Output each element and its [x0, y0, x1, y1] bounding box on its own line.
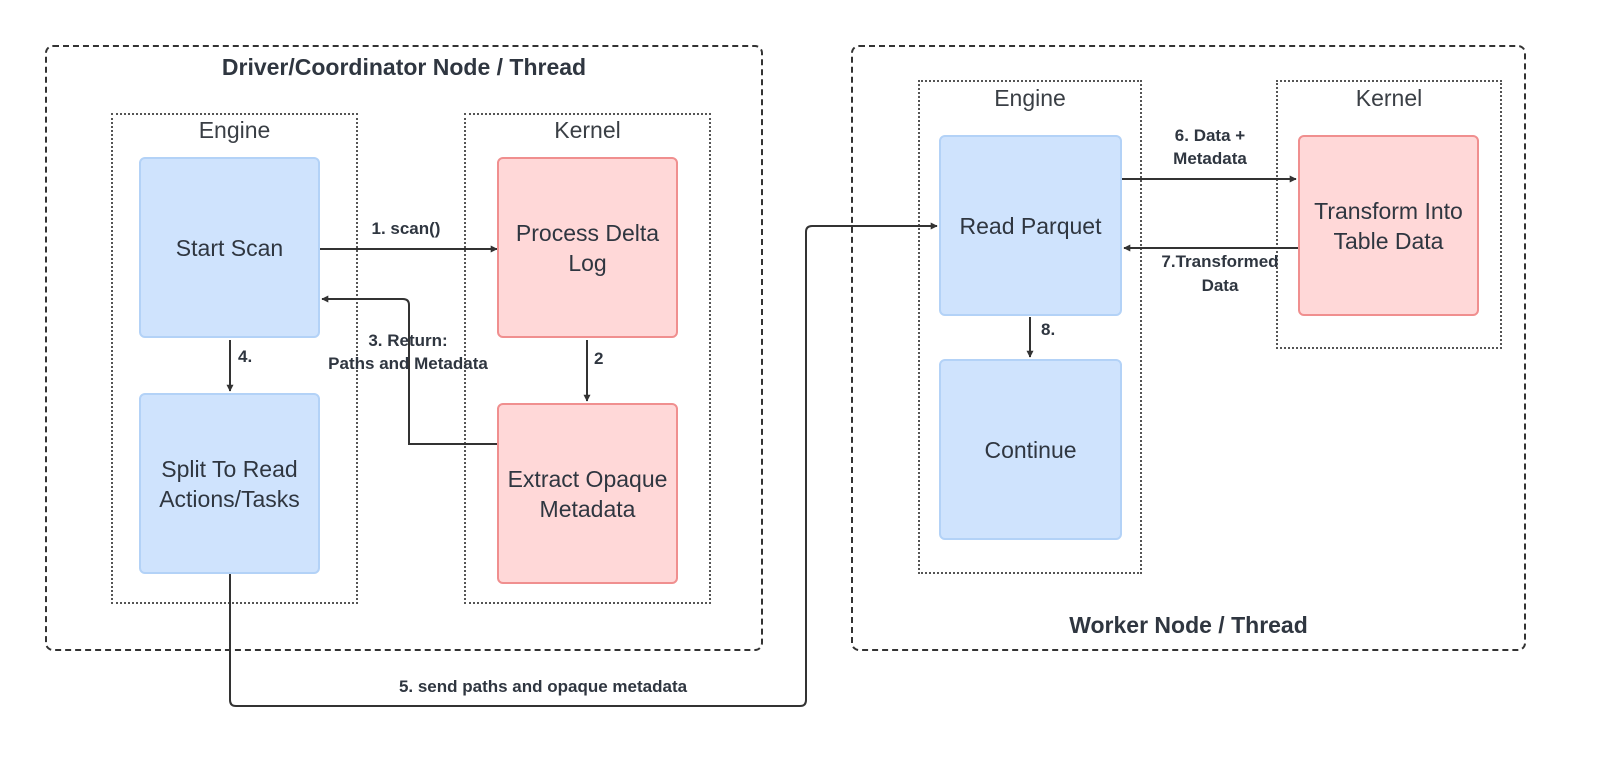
driver-engine-region	[111, 113, 358, 604]
process-delta-log-node: Process Delta Log	[497, 157, 678, 338]
worker-engine-region	[918, 80, 1142, 574]
worker-engine-title: Engine	[994, 85, 1066, 111]
read-parquet-node: Read Parquet	[939, 135, 1122, 316]
split-tasks-node: Split To Read Actions/Tasks	[139, 393, 320, 574]
edge-2-label: 2	[594, 349, 604, 368]
driver-kernel-region	[464, 113, 711, 604]
edge-8-label: 8.	[1041, 320, 1056, 339]
extract-metadata-node: Extract Opaque Metadata	[497, 403, 678, 584]
edge-3-label-line2: Paths and Metadata	[328, 354, 488, 373]
worker-kernel-region	[1276, 80, 1502, 349]
edge-6-label-line2: Metadata	[1173, 149, 1247, 168]
edge-7-label-line1: 7.Transformed	[1161, 252, 1279, 271]
worker-kernel-title: Kernel	[1355, 85, 1423, 111]
edge-7-label-line2: Data	[1201, 276, 1239, 295]
driver-region-title: Driver/Coordinator Node / Thread	[221, 54, 587, 80]
edge-1-label: 1. scan()	[371, 219, 441, 238]
edge-5-label: 5. send paths and opaque metadata	[398, 677, 688, 696]
worker-region	[851, 45, 1526, 651]
edge-4-label: 4.	[238, 347, 253, 366]
driver-kernel-title: Kernel	[554, 117, 621, 143]
edge-3-label-line1: 3. Return:	[368, 331, 448, 350]
transform-table-node: Transform Into Table Data	[1298, 135, 1479, 316]
worker-region-title: Worker Node / Thread	[1069, 612, 1308, 638]
driver-engine-title: Engine	[198, 117, 271, 143]
edge-6-label-line1: 6. Data +	[1174, 126, 1246, 145]
start-scan-node: Start Scan	[139, 157, 320, 338]
continue-node: Continue	[939, 359, 1122, 540]
edge-5-send	[229, 222, 938, 707]
edge-3-return	[321, 295, 497, 445]
driver-region	[45, 45, 763, 651]
